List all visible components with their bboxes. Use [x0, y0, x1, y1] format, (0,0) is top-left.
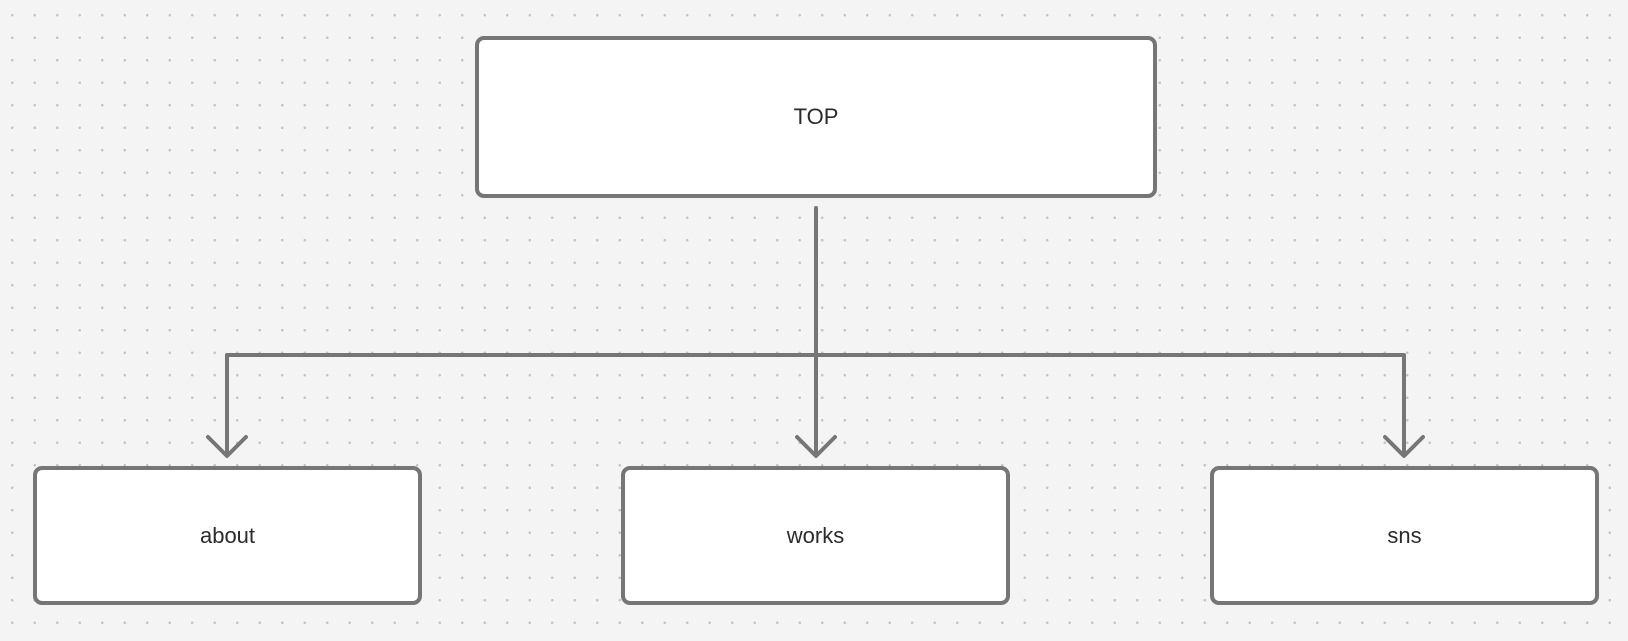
arrowhead-about — [206, 435, 248, 458]
arrowhead-works — [795, 435, 837, 458]
node-works[interactable]: works — [621, 466, 1010, 605]
node-top[interactable]: TOP — [475, 36, 1157, 198]
node-works-label: works — [786, 522, 845, 548]
node-about-label: about — [199, 522, 256, 548]
connector-top-to-about[interactable] — [225, 353, 818, 457]
node-sns-label: sns — [1387, 522, 1422, 548]
node-top-label: TOP — [793, 104, 839, 129]
node-about[interactable]: about — [33, 466, 422, 605]
connector-top-to-sns[interactable] — [814, 353, 1406, 457]
arrowhead-sns — [1383, 435, 1425, 458]
node-sns[interactable]: sns — [1210, 466, 1599, 605]
